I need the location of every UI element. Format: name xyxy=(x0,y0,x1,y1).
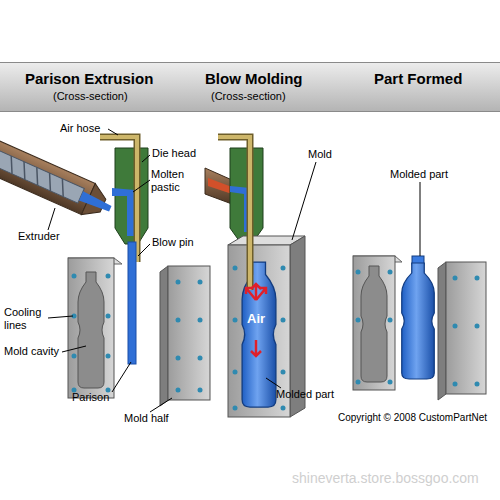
part-label: Blow pin xyxy=(152,236,194,249)
extruder xyxy=(0,138,117,224)
section-subheading: (Cross-section) xyxy=(211,90,286,103)
molded-part xyxy=(402,263,435,379)
extruder xyxy=(205,168,232,204)
molten-plastic xyxy=(112,188,135,236)
cooling-dot xyxy=(106,314,111,319)
cooling-dot xyxy=(356,380,361,385)
screw-flights xyxy=(0,150,70,196)
section-heading: Parison Extrusion xyxy=(25,70,153,87)
part-label: Parison xyxy=(72,391,109,404)
cooling-dot xyxy=(233,406,238,411)
mold-half xyxy=(446,262,486,394)
air-arrow xyxy=(246,288,256,300)
leader-line xyxy=(62,346,86,352)
mold-half xyxy=(353,256,395,390)
cooling-dot xyxy=(453,276,458,281)
cooling-dots xyxy=(453,276,480,387)
cooling-dots xyxy=(72,274,111,393)
part-label: Mold xyxy=(308,148,332,161)
cooling-dot xyxy=(176,280,181,285)
part-label: Extruder xyxy=(18,230,60,243)
leader-line xyxy=(138,244,150,256)
mold-half xyxy=(168,266,210,400)
part-label: Mold half xyxy=(124,412,169,425)
section-heading: Blow Molding xyxy=(205,70,302,87)
copyright-note: Copyright © 2008 CustomPartNet xyxy=(338,412,487,424)
cooling-dot xyxy=(233,266,238,271)
header-band: Parison Extrusion (Cross-section) Blow Mol… xyxy=(0,62,500,112)
watermark: shineverta.store.bossgoo.com xyxy=(292,470,479,486)
cooling-dot xyxy=(356,318,361,323)
cooling-dot xyxy=(281,318,286,323)
cooling-dot xyxy=(388,318,393,323)
cooling-dot xyxy=(453,382,458,387)
leader-line xyxy=(266,378,281,388)
air-label: Air xyxy=(247,312,265,327)
part-label: Molded part xyxy=(276,388,334,401)
cooling-dot xyxy=(198,280,203,285)
cooling-dot xyxy=(388,270,393,275)
cooling-dot xyxy=(72,274,77,279)
cooling-dot xyxy=(176,318,181,323)
cooling-dot xyxy=(281,370,286,375)
part-label: Cooling lines xyxy=(4,306,50,331)
cooling-dot xyxy=(475,382,480,387)
cooling-dot xyxy=(475,324,480,329)
part-label: Molded part xyxy=(390,168,448,181)
cooling-dot xyxy=(388,380,393,385)
section-heading: Part Formed xyxy=(374,70,462,87)
cooling-dot xyxy=(281,266,286,271)
cooling-dot xyxy=(453,324,458,329)
part-label: Air hose xyxy=(60,122,100,135)
leader-line xyxy=(142,155,150,162)
cooling-dots xyxy=(356,270,393,385)
leader-line xyxy=(48,316,73,318)
cooling-dot xyxy=(176,356,181,361)
cooling-dot xyxy=(106,354,111,359)
cooling-dot xyxy=(233,318,238,323)
extruder-barrel xyxy=(0,138,95,215)
air-arrow xyxy=(251,340,261,356)
leader-line xyxy=(48,208,55,230)
cooling-dot xyxy=(233,370,238,375)
leader-line xyxy=(108,129,118,135)
cooling-dot xyxy=(198,388,203,393)
leader-line xyxy=(133,180,150,192)
leader-line xyxy=(420,182,421,256)
cooling-dot xyxy=(198,356,203,361)
molten-flow xyxy=(79,191,112,213)
leader-line xyxy=(292,162,316,240)
mold-cavity xyxy=(78,272,104,388)
mold-cavity xyxy=(361,266,387,382)
mold-side xyxy=(160,266,168,406)
mold-side xyxy=(438,262,446,400)
leader-lines xyxy=(48,129,420,412)
leader-line xyxy=(150,398,172,412)
part-label: Die head xyxy=(152,147,196,160)
air-arrow xyxy=(256,288,266,300)
mold-half xyxy=(68,258,114,398)
cooling-dots xyxy=(176,280,203,393)
cooling-dot xyxy=(106,274,111,279)
extruder-screw xyxy=(208,178,232,194)
cooling-dot xyxy=(281,406,286,411)
cooling-dot xyxy=(356,270,361,275)
air-hose xyxy=(218,137,250,290)
part-label: Molten pastic xyxy=(151,168,195,193)
section-subheading: (Cross-section) xyxy=(53,90,128,103)
parison xyxy=(128,242,136,364)
cooling-dot xyxy=(176,388,181,393)
part-label: Mold cavity xyxy=(4,345,59,358)
leader-line xyxy=(112,362,131,392)
air-arrows xyxy=(246,284,266,356)
extruder-screw xyxy=(0,146,84,203)
cooling-dot xyxy=(475,276,480,281)
cooling-dot xyxy=(72,354,77,359)
air-hose-outline xyxy=(218,137,250,290)
cooling-dot xyxy=(198,318,203,323)
